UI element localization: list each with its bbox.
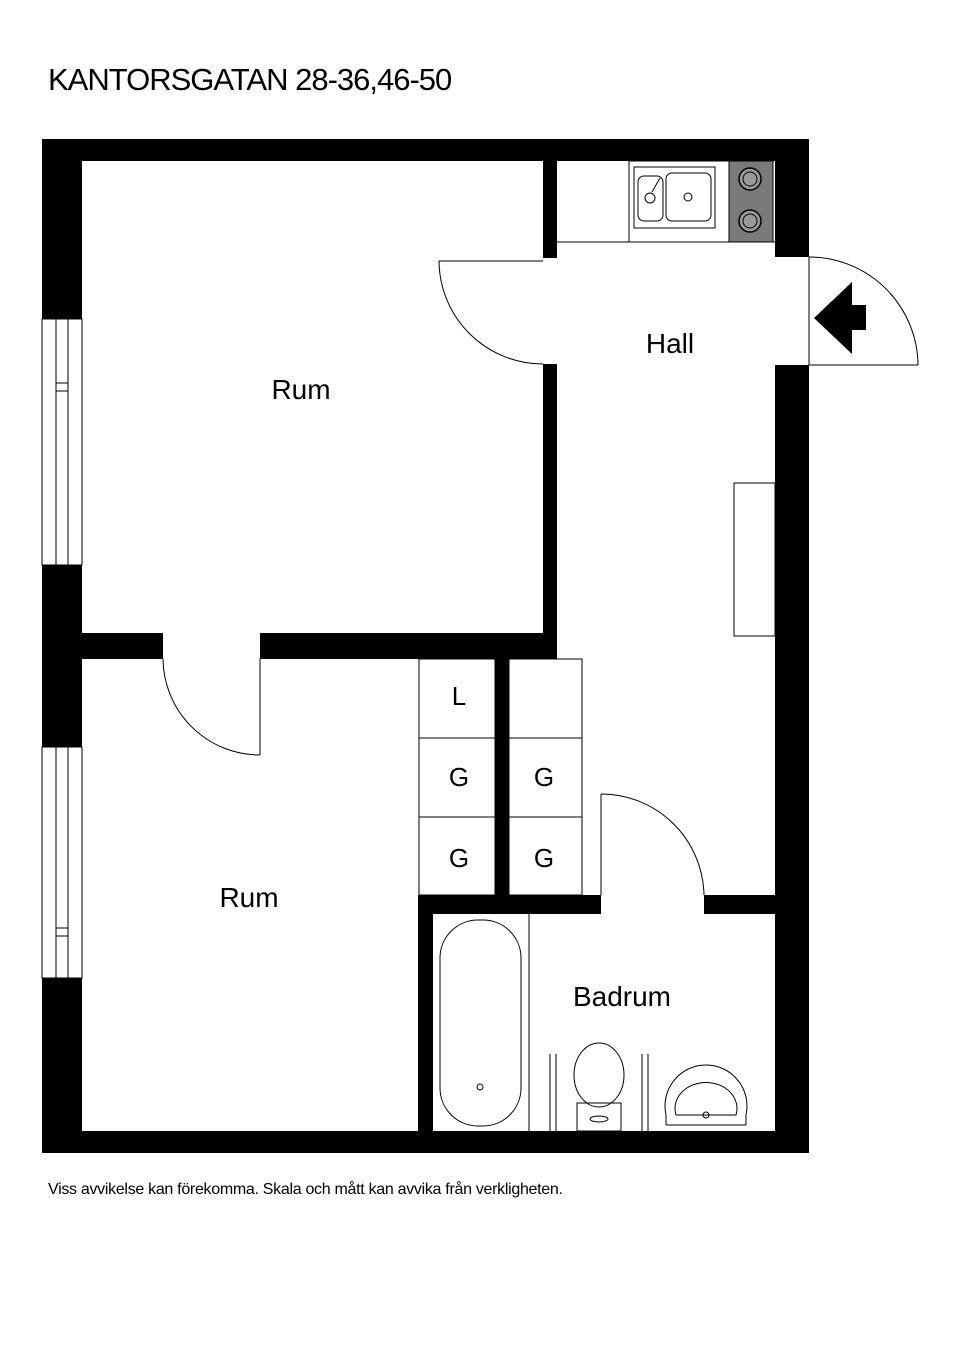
door-bathroom (600, 793, 705, 896)
window-upper-room (41, 318, 83, 566)
hall-wardrobe (733, 482, 776, 637)
stove-icon (728, 160, 774, 243)
washbasin-icon (664, 1064, 748, 1126)
room-label-lower: Rum (219, 882, 278, 913)
plan-title: KANTORSGATAN 28-36,46-50 (48, 62, 452, 97)
toilet-icon (549, 1042, 649, 1132)
room-label-hall: Hall (646, 328, 694, 359)
room-label-bathroom: Badrum (573, 981, 671, 1012)
bathtub-icon (439, 914, 530, 1131)
closet-label-wardrobe: G (449, 843, 469, 873)
closets (418, 658, 583, 896)
window-lower-room (41, 746, 83, 979)
disclaimer-text: Viss avvikelse kan förekomma. Skala och … (48, 1181, 563, 1198)
closet-label-wardrobe: G (449, 762, 469, 792)
walls (42, 139, 809, 1153)
room-label-upper: Rum (271, 374, 330, 405)
entrance-door (808, 256, 919, 366)
door-upper-room (438, 260, 544, 365)
door-lower-room (162, 658, 261, 756)
sink-icon (633, 166, 716, 229)
closet-label-linen: L (452, 681, 466, 711)
entrance-arrow-icon (814, 282, 866, 354)
closet-label-wardrobe: G (534, 762, 554, 792)
closet-label-wardrobe: G (534, 843, 554, 873)
